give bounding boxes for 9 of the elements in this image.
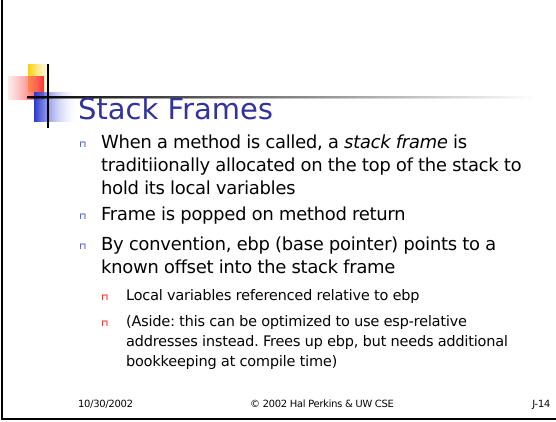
sub-bullet-text: (Aside: this can be optimized to use esp-relative addresses instead. Frees up ebp, but needs additional bookkeeping at compile time) bbox=[126, 313, 509, 372]
page-number: J-14 bbox=[532, 399, 550, 410]
date-text: 10/30/2002 bbox=[78, 399, 133, 410]
sub-bullet-text: Local variables referenced relative to ebp bbox=[126, 287, 420, 306]
bullet-text: Frame is popped on method return bbox=[101, 203, 406, 226]
slide-title: Stack Frames bbox=[78, 91, 273, 127]
bullet-text: By convention, ebp (base pointer) points to a known offset into the stack frame bbox=[101, 233, 497, 279]
copyright-text: © 2002 Hal Perkins & UW CSE bbox=[250, 399, 394, 410]
bullet-text: When a method is called, a stack frame is traditiionally allocated on the top of the stack to hold its local variables bbox=[101, 131, 522, 200]
